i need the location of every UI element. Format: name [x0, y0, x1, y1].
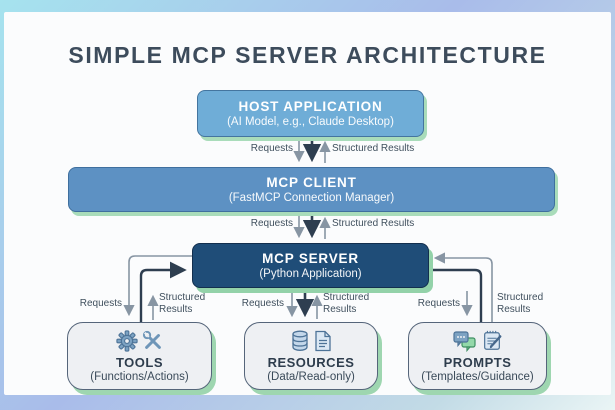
edge-label-results: Structured Results — [332, 143, 415, 154]
host-application-title: HOST APPLICATION — [238, 99, 383, 114]
gear-icon — [115, 330, 138, 352]
prompts-title: PROMPTS — [443, 354, 512, 370]
crossed-tools-icon — [142, 330, 161, 349]
mcp-server-node: MCP SERVER (Python Application) — [192, 243, 429, 288]
mcp-client-subtitle: (FastMCP Connection Manager) — [228, 192, 395, 204]
edge-label-results: Structured Results — [497, 292, 544, 315]
resources-title: RESOURCES — [267, 354, 355, 370]
resources-subtitle: (Data/Read-only) — [267, 370, 355, 383]
edge-label-requests: Requests — [417, 298, 460, 309]
mcp-client-title: MCP CLIENT — [266, 175, 357, 190]
edge-label-requests: Requests — [250, 143, 293, 154]
tools-title: TOOLS — [115, 354, 164, 370]
edge-label-requests: Requests — [241, 298, 284, 309]
edge-label-requests: Requests — [250, 218, 293, 229]
chat-bubbles-icon — [452, 331, 476, 352]
host-application-subtitle: (AI Model, e.g., Claude Desktop) — [227, 116, 394, 128]
document-icon — [315, 330, 331, 352]
tools-node: TOOLS (Functions/Actions) — [67, 322, 212, 390]
prompts-node: PROMPTS (Templates/Guidance) — [408, 322, 547, 390]
edge-group-server-resources — [286, 290, 323, 319]
prompts-subtitle: (Templates/Guidance) — [421, 370, 534, 383]
edge-label-results: Structured Results — [332, 218, 415, 229]
host-application-node: HOST APPLICATION (AI Model, e.g., Claude… — [197, 90, 424, 137]
diagram-card: SIMPLE MCP SERVER ARCHITECTURE — [4, 12, 611, 395]
edge-group-host-client — [293, 139, 331, 163]
database-icon — [292, 330, 308, 351]
edge-group-client-server — [293, 214, 331, 239]
results-elbow — [433, 252, 493, 322]
mcp-server-subtitle: (Python Application) — [259, 268, 362, 280]
edge-label-results: Structured Results — [323, 292, 370, 315]
prompts-icons — [452, 330, 503, 353]
requests-elbow-dark — [429, 268, 483, 322]
page-title: SIMPLE MCP SERVER ARCHITECTURE — [68, 42, 547, 68]
resources-node: RESOURCES (Data/Read-only) — [244, 322, 378, 390]
edge-label-results: Structured Results — [159, 292, 206, 315]
resources-icons — [290, 330, 332, 353]
mcp-client-node: MCP CLIENT (FastMCP Connection Manager) — [68, 167, 555, 212]
mcp-server-title: MCP SERVER — [262, 251, 359, 266]
tools-icons — [115, 330, 164, 353]
notepad-pencil-icon — [483, 330, 501, 350]
edge-group-server-prompts — [429, 252, 493, 322]
tools-subtitle: (Functions/Actions) — [90, 370, 189, 383]
edge-label-requests: Requests — [79, 298, 122, 309]
